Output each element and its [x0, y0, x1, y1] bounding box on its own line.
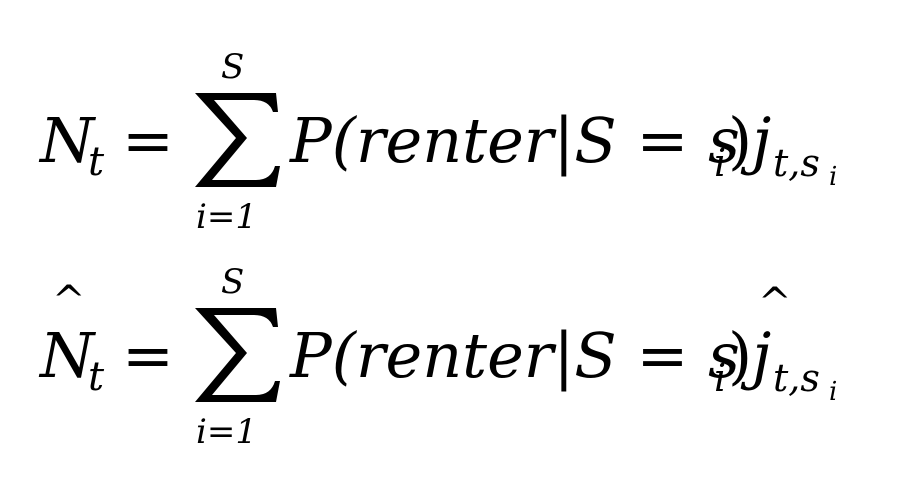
count-subscript: t,s: [773, 356, 820, 400]
count-factor: j: [752, 104, 772, 177]
summation-sign: [195, 93, 280, 187]
count-sub-subscript: i: [829, 377, 838, 407]
lhs-subscript: t: [88, 139, 105, 185]
probability-subscript: i: [714, 356, 727, 400]
closing-parenthesis: ): [728, 319, 753, 392]
equation-2: ^ N t = S i=1 P(renter|S = s i ) ^ j t,s…: [0, 255, 898, 465]
equation-1: N t = S i=1 P(renter|S = s i ) j t,s i: [0, 40, 898, 250]
equals-sign: =: [122, 104, 174, 177]
count-factor: j: [752, 319, 772, 392]
lhs-symbol: N: [40, 319, 95, 392]
sum-lower-limit: i=1: [196, 412, 257, 452]
lhs-symbol: N: [40, 104, 95, 177]
factor-hat-accent: ^: [758, 280, 792, 326]
lhs-subscript: t: [88, 354, 105, 400]
equals-sign: =: [122, 319, 174, 392]
count-sub-subscript: i: [829, 162, 838, 192]
probability-term: P(renter|S = s: [290, 319, 740, 392]
sum-lower-limit: i=1: [196, 197, 257, 237]
count-subscript: t,s: [773, 141, 820, 185]
lhs-hat-accent: ^: [52, 278, 86, 324]
closing-parenthesis: ): [728, 104, 753, 177]
probability-subscript: i: [714, 141, 727, 185]
probability-term: P(renter|S = s: [290, 104, 740, 177]
sum-upper-limit: S: [221, 47, 245, 87]
summation-sign: [195, 308, 280, 402]
sum-upper-limit: S: [221, 262, 245, 302]
